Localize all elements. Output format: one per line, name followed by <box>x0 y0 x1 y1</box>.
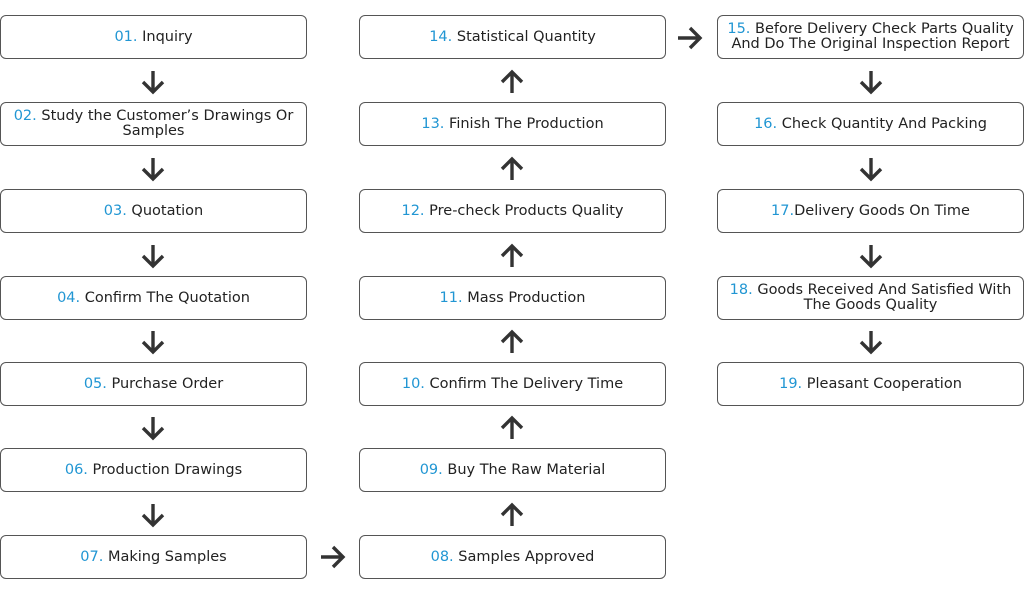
arrow-right-icon <box>318 542 348 572</box>
arrow-right-icon <box>675 23 705 53</box>
step-label: Pre-check Products Quality <box>429 202 624 219</box>
arrow-down-icon <box>138 67 168 97</box>
step-number: 07. <box>80 548 104 565</box>
step-label: Samples Approved <box>458 548 595 565</box>
step-08: 08. Samples Approved <box>359 535 666 579</box>
step-16: 16. Check Quantity And Packing <box>717 102 1024 146</box>
step-number: 06. <box>64 461 88 478</box>
step-05: 05. Purchase Order <box>0 362 307 406</box>
step-number: 15. <box>727 21 751 37</box>
step-18: 18. Goods Received And Satisfied With Th… <box>717 276 1024 320</box>
step-label: Buy The Raw Material <box>447 461 606 478</box>
step-label: Inquiry <box>142 28 193 45</box>
step-number: 12. <box>401 202 425 219</box>
arrow-down-icon <box>138 500 168 530</box>
step-number: 17. <box>771 202 795 219</box>
step-label: Making Samples <box>107 548 227 565</box>
step-07: 07. Making Samples <box>0 535 307 579</box>
step-10: 10. Confirm The Delivery Time <box>359 362 666 406</box>
step-label: Study the Customer’s Drawings Or Samples <box>41 108 294 139</box>
step-number: 11. <box>439 289 463 306</box>
arrow-down-icon <box>138 413 168 443</box>
step-number: 14. <box>429 28 453 45</box>
arrow-up-icon <box>497 327 527 357</box>
step-13: 13. Finish The Production <box>359 102 666 146</box>
arrow-up-icon <box>497 154 527 184</box>
step-number: 18. <box>729 282 753 298</box>
step-label: Confirm The Delivery Time <box>429 375 624 392</box>
arrow-up-icon <box>497 500 527 530</box>
step-11: 11. Mass Production <box>359 276 666 320</box>
step-04: 04. Confirm The Quotation <box>0 276 307 320</box>
arrow-up-icon <box>497 241 527 271</box>
arrow-down-icon <box>138 241 168 271</box>
step-label: Delivery Goods On Time <box>794 202 970 219</box>
arrow-down-icon <box>856 67 886 97</box>
step-03: 03. Quotation <box>0 189 307 233</box>
step-number: 10. <box>401 375 425 392</box>
step-label: Quotation <box>131 202 204 219</box>
step-label: Purchase Order <box>111 375 224 392</box>
step-label: Goods Received And Satisfied With The Go… <box>757 282 1012 313</box>
arrow-up-icon <box>497 67 527 97</box>
arrow-down-icon <box>138 154 168 184</box>
step-12: 12. Pre-check Products Quality <box>359 189 666 233</box>
step-15: 15. Before Delivery Check Parts Quality … <box>717 15 1024 59</box>
step-number: 02. <box>13 108 37 124</box>
step-label: Before Delivery Check Parts Quality And … <box>731 21 1014 52</box>
step-number: 04. <box>57 289 81 306</box>
arrow-up-icon <box>497 413 527 443</box>
step-19: 19. Pleasant Cooperation <box>717 362 1024 406</box>
step-label: Production Drawings <box>92 461 243 478</box>
step-number: 09. <box>419 461 443 478</box>
step-09: 09. Buy The Raw Material <box>359 448 666 492</box>
step-number: 03. <box>103 202 127 219</box>
step-02: 02. Study the Customer’s Drawings Or Sam… <box>0 102 307 146</box>
step-label: Confirm The Quotation <box>84 289 250 306</box>
step-label: Mass Production <box>467 289 586 306</box>
step-number: 19. <box>779 375 803 392</box>
step-01: 01. Inquiry <box>0 15 307 59</box>
step-number: 05. <box>83 375 107 392</box>
step-17: 17.Delivery Goods On Time <box>717 189 1024 233</box>
step-number: 01. <box>114 28 138 45</box>
step-number: 08. <box>430 548 454 565</box>
arrow-down-icon <box>138 327 168 357</box>
step-label: Pleasant Cooperation <box>806 375 962 392</box>
arrow-down-icon <box>856 241 886 271</box>
step-number: 13. <box>421 115 445 132</box>
step-label: Statistical Quantity <box>456 28 596 45</box>
arrow-down-icon <box>856 327 886 357</box>
step-number: 16. <box>754 115 778 132</box>
step-label: Check Quantity And Packing <box>781 115 987 132</box>
step-06: 06. Production Drawings <box>0 448 307 492</box>
step-label: Finish The Production <box>449 115 604 132</box>
arrow-down-icon <box>856 154 886 184</box>
step-14: 14. Statistical Quantity <box>359 15 666 59</box>
